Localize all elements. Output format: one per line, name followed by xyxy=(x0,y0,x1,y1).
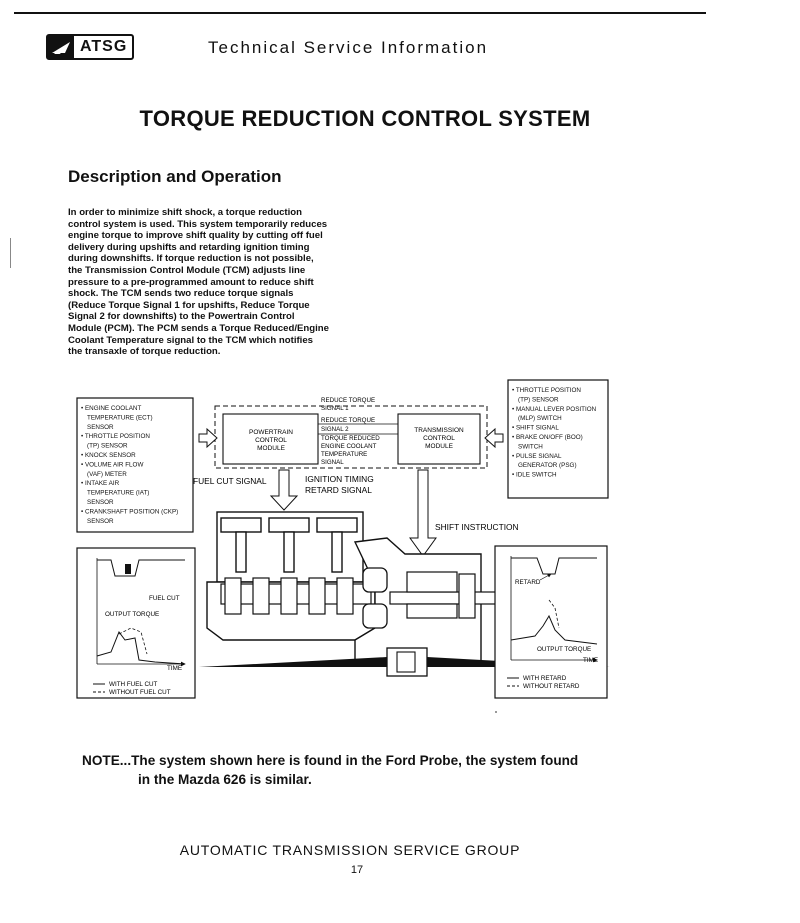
pcm-box xyxy=(222,413,319,465)
pcm-label-1: POWERTRAIN xyxy=(249,429,293,436)
fuel-cut-label: FUEL CUT xyxy=(149,595,180,602)
description-paragraph: In order to minimize shift shock, a torq… xyxy=(68,207,330,358)
right-output-torque-label: OUTPUT TORQUE xyxy=(537,646,591,653)
signal2-label-2: SIGNAL 2 xyxy=(321,426,349,433)
right-inputs-line: • THROTTLE POSITION xyxy=(512,387,581,394)
left-axle xyxy=(199,657,387,667)
right-legend-without: WITHOUT RETARD xyxy=(523,683,580,690)
signal1-label-1: REDUCE TORQUE xyxy=(321,397,375,404)
margin-mark xyxy=(10,238,11,268)
torque-reduced-2: ENGINE COOLANT xyxy=(321,443,377,450)
atsg-logo: ATSG xyxy=(46,34,134,60)
left-inputs-line: SENSOR xyxy=(87,518,114,525)
right-inputs-line: SWITCH xyxy=(518,443,543,450)
note: NOTE...The system shown here is found in… xyxy=(82,751,652,789)
right-inputs-line: • BRAKE ON/OFF (BOO) xyxy=(512,434,583,441)
tcm-label-1: TRANSMISSION xyxy=(414,427,464,434)
shift-instruction-label: SHIFT INSTRUCTION xyxy=(435,522,519,532)
left-legend-with: WITH FUEL CUT xyxy=(109,681,158,688)
page-title: TORQUE REDUCTION CONTROL SYSTEM xyxy=(139,106,591,131)
tcm-inputs-box xyxy=(507,379,609,499)
scan-speck xyxy=(495,711,497,713)
left-inputs-line: SENSOR xyxy=(87,499,114,506)
ignition-label-1: IGNITION TIMING xyxy=(305,474,374,484)
left-inputs-line: (TP) SENSOR xyxy=(87,443,128,450)
left-time-label: TIME xyxy=(167,665,182,672)
section-title: Description and Operation xyxy=(68,167,282,186)
left-inputs-line: • INTAKE AIR xyxy=(81,480,120,487)
left-legend-without: WITHOUT FUEL CUT xyxy=(109,689,171,696)
pcm-label-3: MODULE xyxy=(257,445,285,452)
left-inputs-line: • VOLUME AIR FLOW xyxy=(81,461,143,468)
torque-reduced-4: SIGNAL xyxy=(321,459,344,466)
left-inputs-line: (VAF) METER xyxy=(87,471,127,478)
right-inputs-line: • PULSE SIGNAL xyxy=(512,453,562,460)
left-inputs-line: SENSOR xyxy=(87,424,114,431)
right-inputs-line: • IDLE SWITCH xyxy=(512,472,557,479)
tcm-inputs-list: • THROTTLE POSITION (TP) SENSOR • MANUAL L… xyxy=(512,387,597,479)
fuel-cut-arrow-icon-2 xyxy=(125,564,131,574)
note-line-2: in the Mazda 626 is similar. xyxy=(138,772,312,787)
torque-reduced-1: TORQUE REDUCED xyxy=(321,435,380,442)
tcm-label-3: MODULE xyxy=(425,443,453,450)
left-inputs-line: • ENGINE COOLANT xyxy=(81,405,141,412)
torque-reduced-3: TEMPERATURE xyxy=(321,451,367,458)
logo-mark-icon xyxy=(48,36,74,58)
pcm-inputs-box xyxy=(76,397,194,533)
footer-text: AUTOMATIC TRANSMISSION SERVICE GROUP xyxy=(179,842,521,858)
retard-label: RETARD xyxy=(515,579,541,586)
logo-text: ATSG xyxy=(80,38,128,55)
signal1-label-2: SIGNAL 1 xyxy=(321,405,349,412)
right-time-label: TIME xyxy=(583,657,598,664)
left-inputs-line: • KNOCK SENSOR xyxy=(81,452,136,459)
right-inputs-line: GENERATOR (PSG) xyxy=(518,462,577,469)
shift-instruction-arrow-icon xyxy=(409,469,437,557)
torque-reduction-diagram: • ENGINE COOLANT TEMPERATURE (ECT) SENSOR •… xyxy=(76,379,610,699)
signal2-label-1: REDUCE TORQUE xyxy=(321,417,375,424)
ignition-label-2: RETARD SIGNAL xyxy=(305,485,372,495)
top-rule xyxy=(14,12,706,14)
pcm-inputs-list: • ENGINE COOLANT TEMPERATURE (ECT) SENSOR •… xyxy=(81,405,178,525)
right-legend-with: WITH RETARD xyxy=(523,675,567,682)
right-inputs-line: (MLP) SWITCH xyxy=(518,415,562,422)
left-inputs-line: TEMPERATURE (ECT) xyxy=(87,414,153,421)
fuel-cut-arrow-icon xyxy=(269,469,299,511)
tcm-label-2: CONTROL xyxy=(423,435,455,442)
note-line-1: NOTE...The system shown here is found in… xyxy=(82,753,579,768)
left-inputs-line: • THROTTLE POSITION xyxy=(81,433,150,440)
pcm-label-2: CONTROL xyxy=(255,437,287,444)
right-inputs-line: (TP) SENSOR xyxy=(518,396,559,403)
tcm-box xyxy=(397,413,481,465)
left-inputs-line: TEMPERATURE (IAT) xyxy=(87,490,149,497)
left-output-torque-label: OUTPUT TORQUE xyxy=(105,611,159,618)
left-input-arrow-icon xyxy=(198,427,218,449)
left-inputs-line: • CRANKSHAFT POSITION (CKP) xyxy=(81,508,178,515)
header-title: Technical Service Information xyxy=(208,38,489,57)
right-inputs-line: • MANUAL LEVER POSITION xyxy=(512,406,597,413)
right-input-arrow-icon xyxy=(484,427,504,449)
right-graph-box xyxy=(494,545,608,699)
page-number: 17 xyxy=(350,864,364,876)
fuel-cut-signal-label: FUEL CUT SIGNAL xyxy=(193,476,267,486)
right-inputs-line: • SHIFT SIGNAL xyxy=(512,425,559,432)
